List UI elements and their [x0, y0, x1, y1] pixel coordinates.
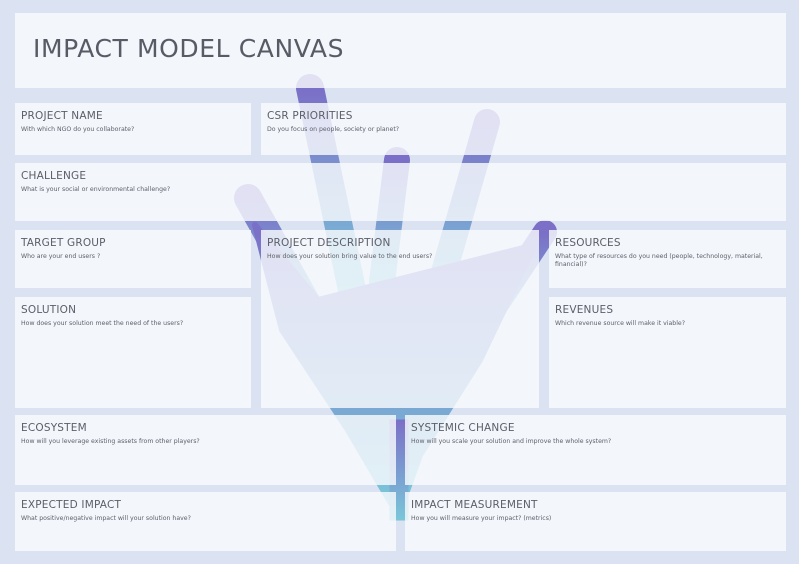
section-question: Do you focus on people, society or plane… — [267, 126, 400, 133]
section-title: ECOSYSTEM — [21, 422, 87, 434]
section-project-name[interactable]: PROJECT NAME With which NGO do you colla… — [15, 103, 251, 155]
section-question: What is your social or environmental cha… — [21, 186, 171, 193]
section-question: What positive/negative impact will your … — [21, 515, 191, 522]
section-title: EXPECTED IMPACT — [21, 499, 122, 511]
section-title: SYSTEMIC CHANGE — [411, 422, 515, 434]
section-solution[interactable]: SOLUTION How does your solution meet the… — [15, 297, 251, 408]
section-title: PROJECT DESCRIPTION — [267, 237, 391, 249]
section-impact-measurement[interactable]: IMPACT MEASUREMENT How you will measure … — [405, 492, 786, 551]
section-title: RESOURCES — [555, 237, 621, 249]
section-question: How will you scale your solution and imp… — [411, 438, 612, 445]
section-title: IMPACT MEASUREMENT — [411, 499, 538, 511]
canvas-header: IMPACT MODEL CANVAS — [15, 13, 786, 88]
section-title: PROJECT NAME — [21, 110, 103, 122]
section-question: With which NGO do you collaborate? — [21, 126, 135, 133]
section-question: How you will measure your impact? (metri… — [411, 515, 552, 522]
section-question: Which revenue source will make it viable… — [555, 320, 686, 327]
section-revenues[interactable]: REVENUES Which revenue source will make … — [549, 297, 786, 408]
section-question: How will you leverage existing assets fr… — [21, 438, 200, 445]
section-question: How does your solution meet the need of … — [21, 320, 184, 327]
page-title: IMPACT MODEL CANVAS — [33, 34, 345, 63]
section-challenge[interactable]: CHALLENGE What is your social or environ… — [15, 163, 786, 221]
section-question: How does your solution bring value to th… — [267, 253, 433, 260]
section-title: CHALLENGE — [21, 170, 87, 182]
section-title: SOLUTION — [21, 304, 77, 316]
section-title: REVENUES — [555, 304, 614, 316]
section-target-group[interactable]: TARGET GROUP Who are your end users ? — [15, 230, 251, 288]
section-systemic-change[interactable]: SYSTEMIC CHANGE How will you scale your … — [405, 415, 786, 485]
section-question: What type of resources do you need (peop… — [555, 253, 763, 268]
section-csr-priorities[interactable]: CSR PRIORITIES Do you focus on people, s… — [261, 103, 786, 155]
section-project-description[interactable]: PROJECT DESCRIPTION How does your soluti… — [261, 230, 539, 408]
section-question: Who are your end users ? — [21, 253, 101, 260]
section-ecosystem[interactable]: ECOSYSTEM How will you leverage existing… — [15, 415, 396, 485]
section-title: TARGET GROUP — [21, 237, 106, 249]
section-resources[interactable]: RESOURCES What type of resources do you … — [549, 230, 786, 288]
section-title: CSR PRIORITIES — [267, 110, 353, 122]
section-expected-impact[interactable]: EXPECTED IMPACT What positive/negative i… — [15, 492, 396, 551]
